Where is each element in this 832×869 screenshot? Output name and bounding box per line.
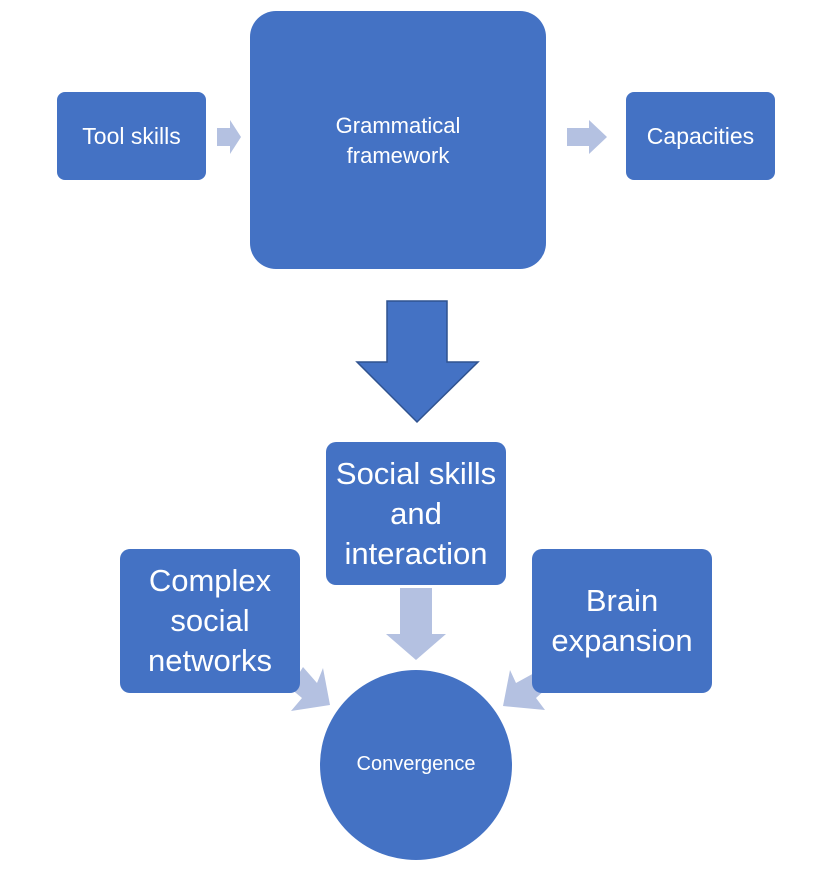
node-tool-skills: Tool skills xyxy=(57,92,206,180)
arrow-tool-to-grammar xyxy=(217,120,241,154)
node-grammatical-framework-label: Grammatical framework xyxy=(335,113,461,168)
arrow-networks-to-convergence xyxy=(290,667,330,711)
node-tool-skills-label: Tool skills xyxy=(82,122,181,149)
arrow-grammar-to-capacities xyxy=(567,120,607,154)
node-social-skills: Social skills and interaction xyxy=(326,442,506,585)
node-convergence-label: Convergence xyxy=(356,753,476,775)
node-grammatical-framework: Grammatical framework xyxy=(250,11,546,269)
node-convergence: Convergence xyxy=(320,670,512,860)
node-brain-expansion-label: Brain expansion xyxy=(551,583,693,658)
arrow-social-to-convergence xyxy=(386,588,446,660)
node-complex-networks: Complex social networks xyxy=(120,549,300,693)
node-capacities: Capacities xyxy=(626,92,775,180)
node-capacities-label: Capacities xyxy=(646,122,755,149)
node-brain-expansion: Brain expansion xyxy=(532,549,712,693)
node-complex-networks-label: Complex social networks xyxy=(147,563,273,678)
arrow-grammar-to-social xyxy=(355,300,480,424)
node-social-skills-label: Social skills and interaction xyxy=(335,455,497,571)
